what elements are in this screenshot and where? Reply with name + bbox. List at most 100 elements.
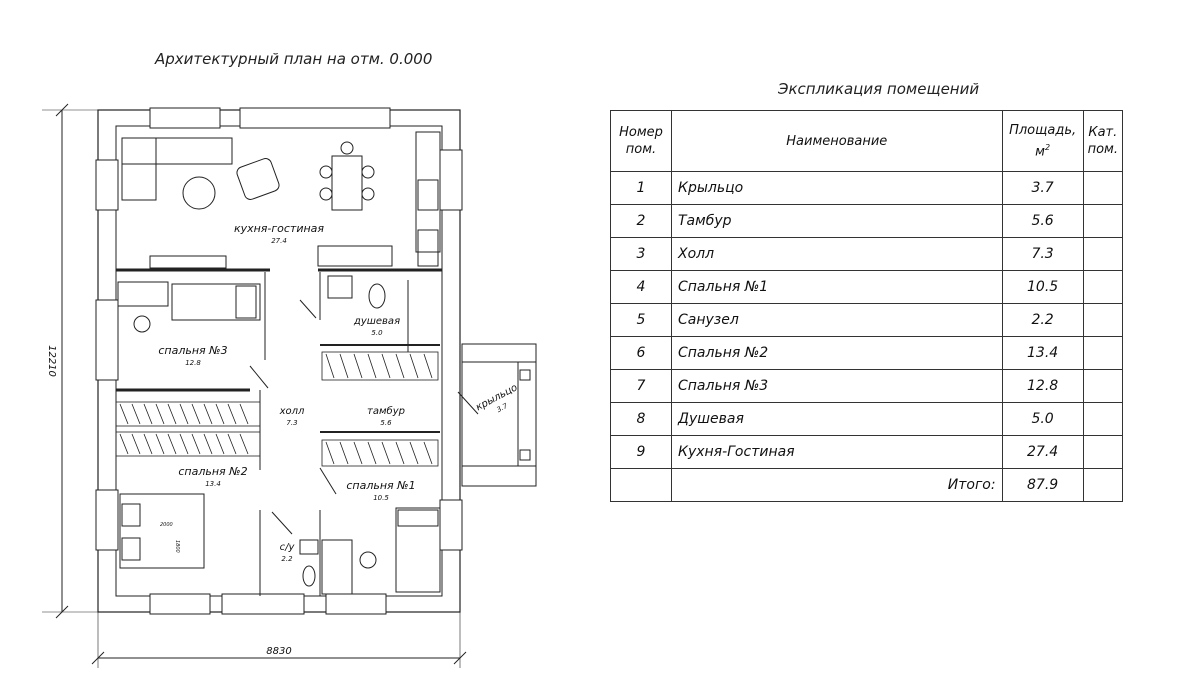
tv-stand — [149, 255, 227, 269]
room-area: 5.6 — [1001, 204, 1084, 238]
room-name-label: тамбур — [367, 405, 405, 417]
chair — [359, 551, 377, 569]
window — [149, 107, 221, 129]
room-label-bedroom2: спальня №2 13.4 — [178, 465, 247, 488]
room-area-label: 27.4 — [271, 237, 287, 245]
room-category — [1082, 303, 1124, 337]
room-name-label: спальня №3 — [158, 344, 227, 357]
sofa-corner — [121, 137, 157, 201]
plan-title: Архитектурный план на отм. 0.000 — [155, 50, 433, 68]
room-number: 9 — [610, 435, 672, 469]
room-label-wc: с/у 2.2 — [280, 542, 296, 563]
room-category — [1082, 402, 1124, 436]
room-number: 2 — [610, 204, 672, 238]
header-number: Номер пом. — [610, 110, 672, 172]
header-category: Кат. пом. — [1082, 110, 1124, 172]
washbasin — [327, 275, 353, 299]
room-number: 3 — [610, 237, 672, 271]
desk — [117, 281, 169, 307]
room-category — [1082, 336, 1124, 370]
room-number: 4 — [610, 270, 672, 304]
room-number: 8 — [610, 402, 672, 436]
room-area-label: 7.3 — [286, 419, 297, 427]
dim-width-label: 8830 — [266, 646, 291, 657]
room-area: 3.7 — [1001, 171, 1084, 205]
explication-title: Экспликация помещений — [778, 80, 980, 98]
room-area-label: 13.4 — [205, 480, 221, 488]
room-name-label: кухня-гостиная — [234, 222, 324, 235]
room-name: Тамбур — [671, 204, 1003, 238]
total-empty — [610, 468, 672, 502]
room-area-label: 5.6 — [380, 419, 392, 427]
room-area: 13.4 — [1001, 336, 1084, 370]
window — [95, 299, 119, 381]
header-name: Наименование — [671, 110, 1003, 172]
room-name: Спальня №2 — [671, 336, 1003, 370]
room-area-label: 12.8 — [185, 359, 201, 367]
chair — [133, 315, 151, 333]
bed — [395, 507, 441, 593]
room-label-shower: душевая 5.0 — [353, 316, 400, 337]
bed-dim-width: 2000 — [160, 522, 173, 528]
room-area-label: 5.0 — [371, 329, 383, 337]
kitchen-bottom-counter — [317, 245, 393, 267]
room-category — [1082, 171, 1124, 205]
room-number: 6 — [610, 336, 672, 370]
window — [149, 593, 211, 615]
total-label: Итого: — [671, 468, 1003, 502]
header-area: Площадь, м2 — [1001, 110, 1084, 172]
dining-table — [331, 155, 363, 211]
room-area: 12.8 — [1001, 369, 1084, 403]
room-name-label: спальня №1 — [346, 479, 415, 492]
wardrobe — [115, 431, 261, 457]
explication-table: Номер пом. Наименование Площадь, м2 Кат.… — [610, 110, 1124, 502]
window — [239, 107, 391, 129]
round-table — [182, 176, 216, 210]
room-name-label: душевая — [353, 316, 400, 327]
bed — [171, 283, 261, 321]
room-name-label: спальня №2 — [178, 465, 247, 478]
room-name: Холл — [671, 237, 1003, 271]
wardrobe — [115, 401, 261, 427]
room-area-label: 10.5 — [373, 494, 389, 502]
bed-dim-height: 1800 — [174, 540, 180, 553]
toilet — [302, 565, 316, 587]
sofa — [121, 137, 233, 165]
room-name: Спальня №1 — [671, 270, 1003, 304]
dim-height-label: 12210 — [46, 345, 57, 377]
room-label-vestibule: тамбур 5.6 — [367, 405, 405, 427]
room-name: Санузел — [671, 303, 1003, 337]
wardrobe — [321, 439, 439, 467]
window — [95, 489, 119, 551]
double-bed — [119, 493, 205, 569]
room-area: 27.4 — [1001, 435, 1084, 469]
toilet — [368, 283, 386, 309]
sink — [417, 229, 439, 267]
total-row: Итого:87.9 — [610, 468, 1124, 502]
room-area-label: 2.2 — [281, 555, 293, 563]
window — [439, 149, 463, 211]
room-area: 5.0 — [1001, 402, 1084, 436]
washbasin — [299, 539, 319, 555]
table-header-row: Номер пом. Наименование Площадь, м2 Кат.… — [610, 110, 1124, 172]
room-category — [1082, 369, 1124, 403]
porch — [461, 343, 537, 487]
room-category — [1082, 435, 1124, 469]
desk — [321, 539, 353, 595]
window — [95, 159, 119, 211]
room-name: Кухня-Гостиная — [671, 435, 1003, 469]
armchair — [236, 158, 280, 200]
room-label-bedroom3: спальня №3 12.8 — [158, 344, 227, 367]
room-name-label: с/у — [280, 542, 296, 553]
room-number: 7 — [610, 369, 672, 403]
